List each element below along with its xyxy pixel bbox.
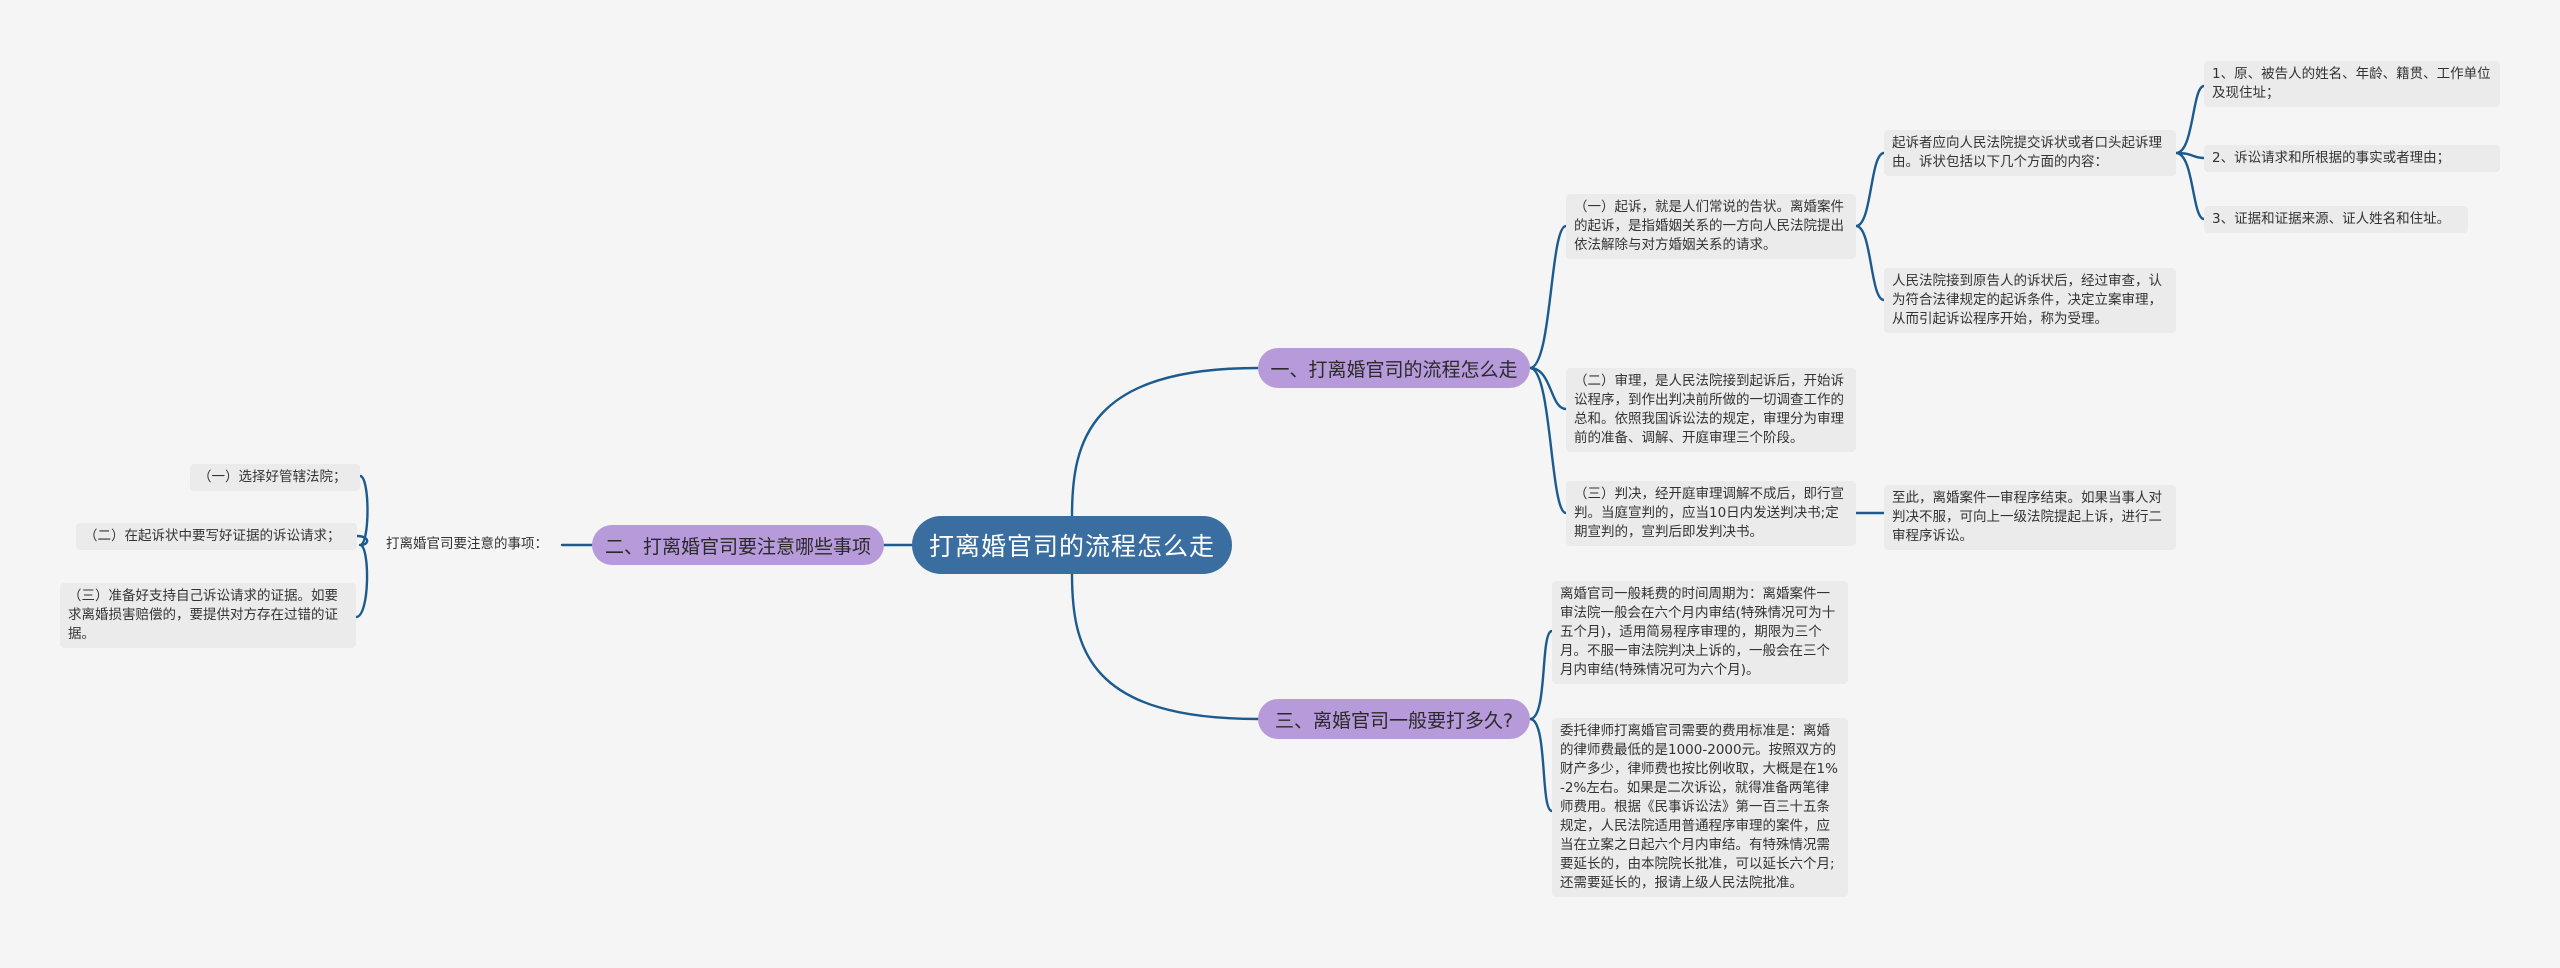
edge-branch3-children bbox=[1528, 629, 1554, 813]
leaf-qisu-detail[interactable]: 起诉者应向人民法院提交诉状或者口头起诉理由。诉状包括以下几个方面的内容： bbox=[1884, 130, 2176, 176]
edge-root-branch1 bbox=[1070, 366, 1260, 518]
branch-duration[interactable]: 三、离婚官司一般要打多久? bbox=[1258, 699, 1530, 739]
duration-period[interactable]: 离婚官司一般耗费的时间周期为：离婚案件一审法院一般会在六个月内审结(特殊情况可为… bbox=[1552, 581, 1848, 684]
leaf-qisu[interactable]: （一）起诉，就是人们常说的告状。离婚案件的起诉，是指婚姻关系的一方向人民法院提出… bbox=[1566, 194, 1856, 259]
branch-precautions[interactable]: 二、打离婚官司要注意哪些事项 bbox=[592, 525, 884, 565]
root-node[interactable]: 打离婚官司的流程怎么走 bbox=[912, 516, 1232, 574]
branch-process[interactable]: 一、打离婚官司的流程怎么走 bbox=[1258, 348, 1530, 388]
edge-root-branch3 bbox=[1070, 572, 1260, 721]
precaution-item-3[interactable]: （三）准备好支持自己诉讼请求的证据。如要求离婚损害赔偿的，要提供对方存在过错的证… bbox=[60, 583, 356, 648]
edge-detail-items bbox=[2174, 84, 2206, 221]
leaf-shouli[interactable]: 人民法院接到原告人的诉状后，经过审查，认为符合法律规定的起诉条件，决定立案审理，… bbox=[1884, 268, 2176, 333]
leaf-item-2[interactable]: 2、诉讼请求和所根据的事实或者理由； bbox=[2204, 145, 2500, 172]
precautions-heading[interactable]: 打离婚官司要注意的事项： bbox=[386, 536, 548, 552]
leaf-shenli[interactable]: （二）审理，是人民法院接到起诉后，开始诉讼程序，到作出判决前所做的一切调查工作的… bbox=[1566, 368, 1856, 452]
leaf-panjue-detail[interactable]: 至此，离婚案件一审程序结束。如果当事人对判决不服，可向上一级法院提起上诉，进行二… bbox=[1884, 485, 2176, 550]
edge-branch1-children bbox=[1528, 224, 1568, 515]
leaf-item-1[interactable]: 1、原、被告人的姓名、年龄、籍贯、工作单位及现住址； bbox=[2204, 61, 2500, 107]
edge-sub-items bbox=[354, 474, 369, 619]
leaf-panjue[interactable]: （三）判决，经开庭审理调解不成后，即行宣判。当庭宣判的，应当10日内发送判决书;… bbox=[1566, 481, 1856, 546]
edge-qisu-children bbox=[1854, 151, 1886, 302]
leaf-item-3[interactable]: 3、证据和证据来源、证人姓名和住址。 bbox=[2204, 206, 2468, 233]
duration-fees[interactable]: 委托律师打离婚官司需要的费用标准是：离婚的律师费最低的是1000-2000元。按… bbox=[1552, 718, 1848, 897]
precaution-item-1[interactable]: （一）选择好管辖法院； bbox=[190, 464, 360, 491]
precaution-item-2[interactable]: （二）在起诉状中要写好证据的诉讼请求； bbox=[76, 523, 357, 550]
